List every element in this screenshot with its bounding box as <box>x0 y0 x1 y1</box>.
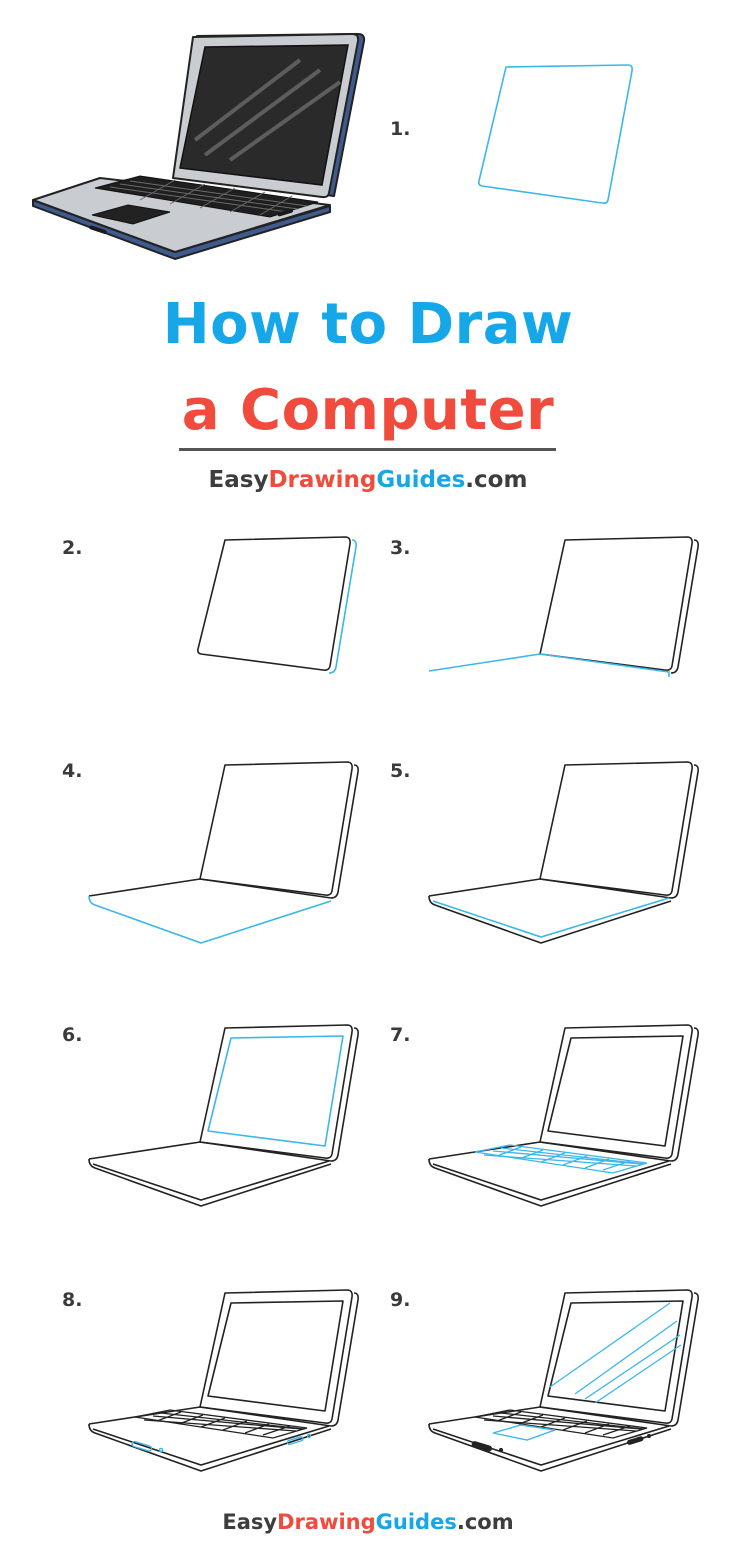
brand-part-guides: Guides <box>376 467 465 493</box>
step-3-drawing <box>425 530 705 690</box>
title-line-2: a Computer <box>0 378 736 443</box>
step-number-4: 4. <box>62 760 82 782</box>
step-number-5: 5. <box>390 760 410 782</box>
step-number-6: 6. <box>62 1024 82 1046</box>
step-number-1: 1. <box>390 118 410 140</box>
step-8-drawing <box>85 1283 365 1483</box>
step-number-3: 3. <box>390 537 410 559</box>
step-5-drawing <box>425 755 705 950</box>
step-number-7: 7. <box>390 1024 410 1046</box>
step-2-drawing <box>195 530 365 680</box>
title-underline <box>179 448 556 451</box>
title-line-1: How to Draw <box>0 292 736 357</box>
step-number-8: 8. <box>62 1289 82 1311</box>
step-6-drawing <box>85 1018 365 1213</box>
brand-logo-top: EasyDrawingGuides.com <box>0 467 736 493</box>
step-number-9: 9. <box>390 1289 410 1311</box>
brand-logo-bottom: EasyDrawingGuides.com <box>0 1510 736 1534</box>
brand-part-com: .com <box>457 1510 514 1534</box>
brand-part-easy: Easy <box>222 1510 277 1534</box>
brand-part-guides: Guides <box>376 1510 457 1534</box>
step-number-2: 2. <box>62 537 82 559</box>
step-4-drawing <box>85 755 365 950</box>
brand-part-drawing: Drawing <box>268 467 376 493</box>
hero-laptop-illustration <box>0 0 380 270</box>
brand-part-com: .com <box>465 467 527 493</box>
brand-part-easy: Easy <box>209 467 269 493</box>
step-9-drawing <box>425 1283 705 1483</box>
step-7-drawing <box>425 1018 705 1213</box>
brand-part-drawing: Drawing <box>277 1510 376 1534</box>
step-1-drawing <box>470 60 640 210</box>
